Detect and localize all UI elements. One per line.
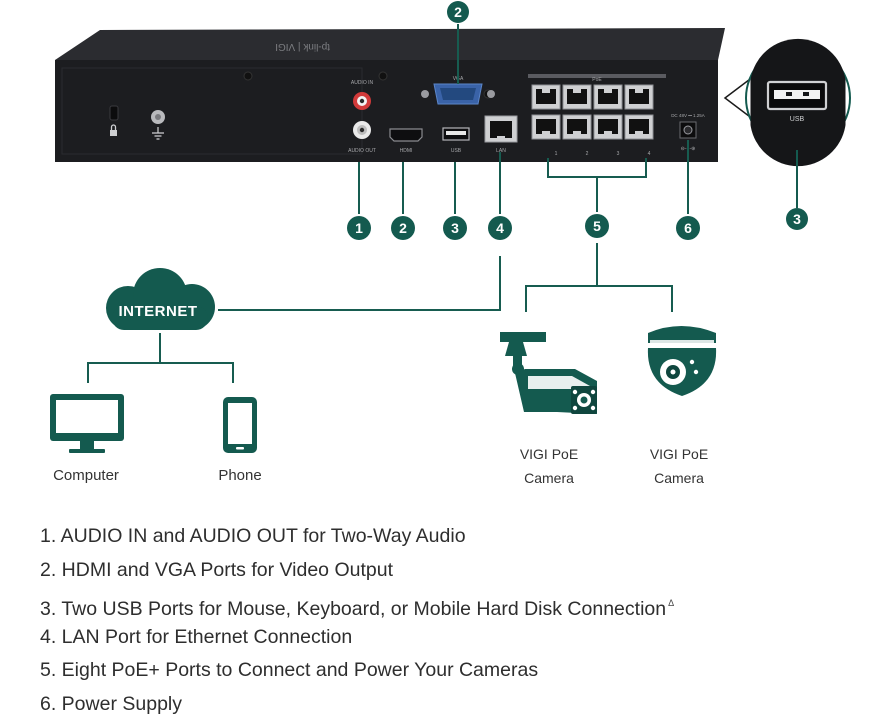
hdmi-port[interactable] bbox=[390, 129, 422, 141]
lan-port[interactable] bbox=[485, 116, 517, 142]
lan-label: LAN bbox=[496, 148, 506, 154]
audio-in-label: AUDIO IN bbox=[351, 80, 374, 86]
legend-item-4: 4. LAN Port for Ethernet Connection bbox=[40, 621, 674, 655]
callout-badge-1: 1 bbox=[347, 216, 371, 240]
poe-port-1[interactable] bbox=[532, 85, 560, 109]
usb-port[interactable] bbox=[443, 128, 469, 140]
poe-number-3: 3 bbox=[617, 151, 620, 157]
callout-badge-3-zoom: 3 bbox=[786, 208, 808, 230]
callout-badge-4: 4 bbox=[488, 216, 512, 240]
legend-item-5: 5. Eight PoE+ Ports to Connect and Power… bbox=[40, 654, 674, 688]
callout-badge-3: 3 bbox=[443, 216, 467, 240]
poe-number-1: 1 bbox=[555, 151, 558, 157]
phone-icon bbox=[223, 397, 257, 453]
phone-device: Phone bbox=[218, 397, 261, 484]
device-top-panel bbox=[55, 28, 725, 60]
zoom-usb-label: USB bbox=[790, 116, 805, 123]
turret-camera: VIGI PoE Camera bbox=[648, 326, 716, 486]
poe-port-3[interactable] bbox=[594, 85, 622, 109]
poe-number-2: 2 bbox=[586, 151, 589, 157]
brand-logo-text: tp-link | VIGI bbox=[275, 41, 330, 52]
bullet-camera-label-line1: VIGI PoE bbox=[520, 446, 578, 462]
hdmi-label: HDMI bbox=[400, 148, 413, 154]
callout-badge-6: 6 bbox=[676, 216, 700, 240]
poe-label: PoE bbox=[592, 77, 602, 83]
svg-text:2: 2 bbox=[399, 220, 407, 236]
footnote-mark: Δ bbox=[668, 598, 674, 608]
svg-text:4: 4 bbox=[496, 220, 504, 236]
turret-camera-label-line1: VIGI PoE bbox=[650, 446, 708, 462]
legend-item-3: 3. Two USB Ports for Mouse, Keyboard, or… bbox=[40, 587, 674, 621]
internet-label: INTERNET bbox=[119, 303, 198, 320]
dc-label: DC 48V ⎓ 1.25A bbox=[671, 113, 705, 118]
monitor-icon bbox=[50, 394, 124, 453]
dc-power-jack[interactable] bbox=[680, 122, 696, 138]
poe-port-8[interactable] bbox=[625, 115, 653, 139]
poe-port-5[interactable] bbox=[532, 115, 560, 139]
computer-label: Computer bbox=[53, 467, 119, 484]
audio-out-jack[interactable] bbox=[353, 121, 371, 139]
legend-item-2: 2. HDMI and VGA Ports for Video Output bbox=[40, 554, 674, 588]
poe-port-4[interactable] bbox=[625, 85, 653, 109]
cloud-icon bbox=[106, 268, 215, 330]
audio-out-label: AUDIO OUT bbox=[348, 148, 376, 154]
poe-port-7[interactable] bbox=[594, 115, 622, 139]
turret-camera-icon bbox=[648, 326, 716, 396]
zoom-usb-port bbox=[768, 82, 826, 109]
internet-cloud: INTERNET bbox=[106, 268, 215, 330]
feature-legend: 1. AUDIO IN and AUDIO OUT for Two-Way Au… bbox=[40, 520, 674, 721]
poe-number-4: 4 bbox=[648, 151, 651, 157]
svg-text:1: 1 bbox=[355, 220, 363, 236]
svg-text:2: 2 bbox=[454, 4, 462, 20]
usb-zoom-callout: USB bbox=[725, 39, 850, 208]
bullet-camera-icon bbox=[500, 332, 597, 414]
callout-badge-2-top: 2 bbox=[447, 1, 469, 23]
poe-port-2[interactable] bbox=[563, 85, 591, 109]
svg-text:5: 5 bbox=[593, 218, 601, 234]
computer-device: Computer bbox=[50, 394, 124, 484]
callout-badge-2: 2 bbox=[391, 216, 415, 240]
legend-item-1: 1. AUDIO IN and AUDIO OUT for Two-Way Au… bbox=[40, 520, 674, 554]
bullet-camera-label-line2: Camera bbox=[524, 470, 574, 486]
svg-text:6: 6 bbox=[684, 220, 692, 236]
nvr-connection-diagram: tp-link | VIGI AUDIO IN AUDIO OUT bbox=[0, 0, 896, 510]
svg-text:3: 3 bbox=[451, 220, 459, 236]
audio-in-jack[interactable] bbox=[353, 92, 371, 110]
svg-text:3: 3 bbox=[793, 211, 801, 227]
callout-badge-5: 5 bbox=[585, 214, 609, 238]
bullet-camera: VIGI PoE Camera bbox=[500, 332, 597, 486]
usb-label: USB bbox=[451, 148, 462, 154]
poe-port-6[interactable] bbox=[563, 115, 591, 139]
phone-label: Phone bbox=[218, 467, 261, 484]
turret-camera-label-line2: Camera bbox=[654, 470, 704, 486]
nvr-device: tp-link | VIGI AUDIO IN AUDIO OUT bbox=[55, 28, 725, 162]
